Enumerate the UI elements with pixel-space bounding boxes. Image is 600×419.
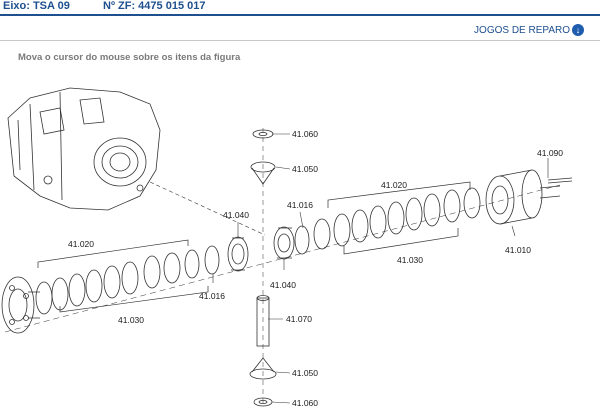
part-41050-bottom-label[interactable]: 41.050 xyxy=(292,368,318,378)
left-gear-drawing xyxy=(227,236,249,272)
housing-drawing xyxy=(485,169,561,225)
part-41070-label[interactable]: 41.070 xyxy=(286,314,312,324)
header-bar: Eixo: TSA 09 Nº ZF: 4475 015 017 xyxy=(0,0,600,14)
zf-number-label: Nº ZF: 4475 015 017 xyxy=(103,0,206,12)
axle-label: Eixo: TSA 09 xyxy=(3,0,70,12)
part-41020-left-label[interactable]: 41.020 xyxy=(68,239,94,249)
part-41030-right-label[interactable]: 41.030 xyxy=(397,255,423,265)
part-41040-left-label[interactable]: 41.040 xyxy=(223,210,249,220)
part-41060-top-label[interactable]: 41.060 xyxy=(292,129,318,139)
flange-drawing xyxy=(1,276,40,334)
right-disc-stack xyxy=(294,187,481,255)
part-41050-top-label[interactable]: 41.050 xyxy=(292,164,318,174)
part-41040-right-label[interactable]: 41.040 xyxy=(270,280,296,290)
axle-housing-drawing xyxy=(7,87,161,211)
part-41016-left-label[interactable]: 41.016 xyxy=(199,291,225,301)
part-41030-left-label[interactable]: 41.030 xyxy=(118,315,144,325)
repair-kits-link[interactable]: JOGOS DE REPARO xyxy=(474,25,570,36)
part-41016-right-label[interactable]: 41.016 xyxy=(287,200,313,210)
part-41090-label[interactable]: 41.090 xyxy=(537,148,563,158)
part-41020-right-label[interactable]: 41.020 xyxy=(381,180,407,190)
circle-arrow-down-icon[interactable]: ↓ xyxy=(572,24,584,36)
right-gear-drawing xyxy=(273,226,295,260)
section-divider xyxy=(0,40,600,41)
header-divider xyxy=(0,14,600,16)
part-41010-label[interactable]: 41.010 xyxy=(505,245,531,255)
left-disc-stack xyxy=(35,245,220,315)
part-41060-bottom-label[interactable]: 41.060 xyxy=(292,398,318,408)
instruction-text: Mova o cursor do mouse sobre os itens da… xyxy=(18,52,241,63)
